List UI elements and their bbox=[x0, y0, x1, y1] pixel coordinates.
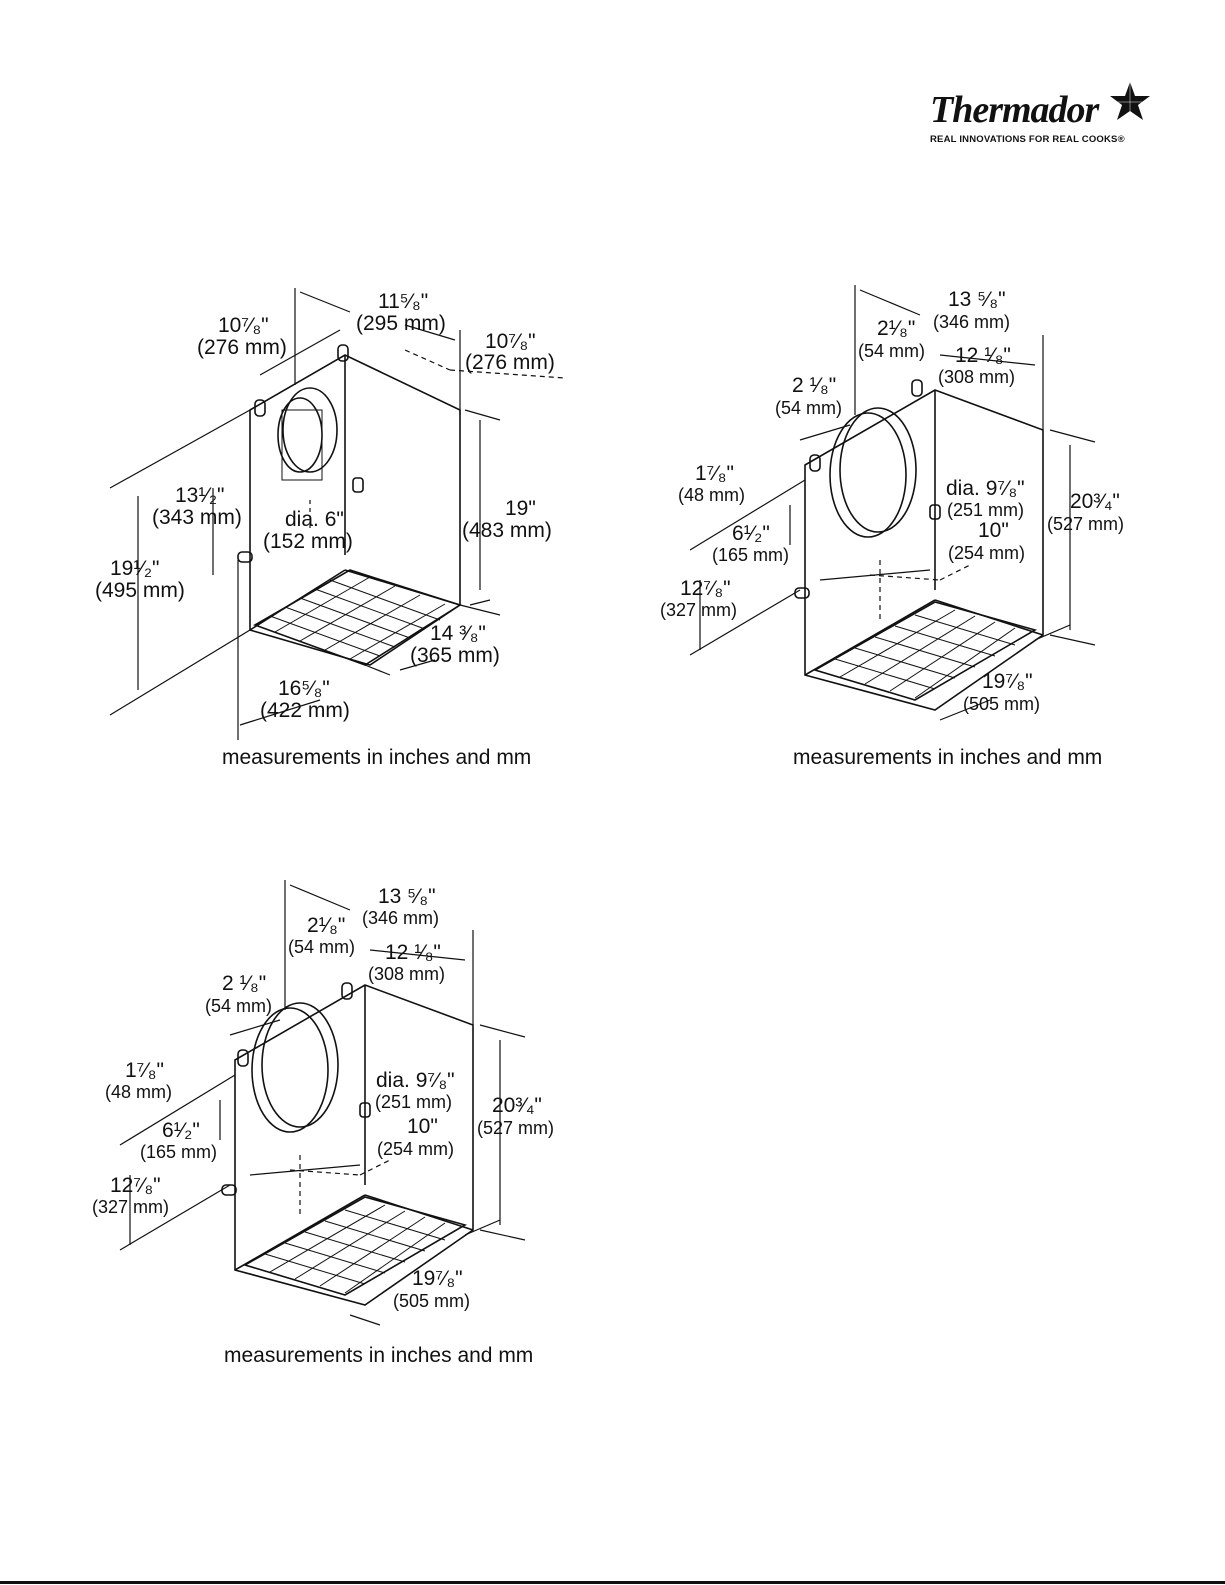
label3-width: 19⁷⁄₈" bbox=[412, 1267, 463, 1290]
label-total-height-mm: (495 mm) bbox=[95, 579, 185, 602]
label2-box-height-mm: (527 mm) bbox=[1047, 514, 1124, 534]
label3-diameter-mm: (251 mm) bbox=[375, 1092, 452, 1112]
label3-left-offset: 2 ¹⁄₈" bbox=[222, 972, 266, 995]
caption-drawing-3: measurements in inches and mm bbox=[224, 1344, 534, 1367]
label-left-offset-mm: (276 mm) bbox=[197, 336, 287, 359]
label3-inner-offset-mm: (54 mm) bbox=[288, 937, 355, 957]
label3-width-mm: (505 mm) bbox=[393, 1291, 470, 1311]
label-box-height: 19" bbox=[505, 497, 536, 520]
label2-center: 10" bbox=[978, 519, 1009, 542]
label2-small-height-mm: (48 mm) bbox=[678, 485, 745, 505]
brand-tagline: REAL INNOVATIONS FOR REAL COOKS® bbox=[930, 134, 1125, 145]
label3-left-offset-mm: (54 mm) bbox=[205, 996, 272, 1016]
dimension-drawing-2: 13 ⁵⁄₈" (346 mm) 2¹⁄₈" (54 mm) 12 ¹⁄₈" (… bbox=[650, 280, 1150, 750]
label3-box-height: 20³⁄₄" bbox=[492, 1094, 542, 1117]
label-right-offset: 10⁷⁄₈" bbox=[485, 330, 536, 353]
label2-width-mm: (505 mm) bbox=[963, 694, 1040, 714]
label2-side-offset-mm: (308 mm) bbox=[938, 367, 1015, 387]
hood-liner-diagram: 11⁵⁄₈" (295 mm) 10⁷⁄₈" (276 mm) 10⁷⁄₈" (… bbox=[95, 288, 566, 740]
label3-lower-height: 12⁷⁄₈" bbox=[110, 1174, 161, 1197]
label3-top-width-mm: (346 mm) bbox=[362, 908, 439, 928]
label-diameter-mm: (152 mm) bbox=[263, 530, 353, 553]
label-left-offset: 10⁷⁄₈" bbox=[218, 314, 269, 337]
label3-center: 10" bbox=[407, 1115, 438, 1138]
label3-side-offset-mm: (308 mm) bbox=[368, 964, 445, 984]
brand-logo: Thermador REAL INNOVATIONS FOR REAL COOK… bbox=[930, 80, 1152, 150]
label-width-mm: (422 mm) bbox=[260, 699, 350, 722]
label2-top-width: 13 ⁵⁄₈" bbox=[948, 288, 1006, 311]
label2-box-height: 20³⁄₄" bbox=[1070, 490, 1120, 513]
label-top-width-mm: (295 mm) bbox=[356, 312, 446, 335]
drawing1-labels: 11⁵⁄₈" (295 mm) 10⁷⁄₈" (276 mm) 10⁷⁄₈" (… bbox=[95, 290, 555, 722]
star-icon bbox=[1108, 80, 1152, 124]
label2-small-height: 1⁷⁄₈" bbox=[695, 462, 734, 485]
drawing2-labels: 13 ⁵⁄₈" (346 mm) 2¹⁄₈" (54 mm) 12 ¹⁄₈" (… bbox=[660, 288, 1124, 714]
label2-hole-height-mm: (165 mm) bbox=[712, 545, 789, 565]
label3-side-offset: 12 ¹⁄₈" bbox=[385, 941, 441, 964]
label2-width: 19⁷⁄₈" bbox=[982, 670, 1033, 693]
label-hole-height-mm: (343 mm) bbox=[152, 506, 242, 529]
drawing3-labels: 13 ⁵⁄₈" (346 mm) 2¹⁄₈" (54 mm) 12 ¹⁄₈" (… bbox=[92, 885, 554, 1311]
label2-left-offset-mm: (54 mm) bbox=[775, 398, 842, 418]
caption-drawing-2: measurements in inches and mm bbox=[793, 746, 1103, 769]
label-hole-height: 13¹⁄₂" bbox=[175, 484, 224, 507]
label2-top-width-mm: (346 mm) bbox=[933, 312, 1010, 332]
label2-center-mm: (254 mm) bbox=[948, 543, 1025, 563]
label-box-height-mm: (483 mm) bbox=[462, 519, 552, 542]
label2-hole-height: 6¹⁄₂" bbox=[732, 522, 770, 545]
label3-hole-height: 6¹⁄₂" bbox=[162, 1119, 200, 1142]
dimension-drawing-1: 11⁵⁄₈" (295 mm) 10⁷⁄₈" (276 mm) 10⁷⁄₈" (… bbox=[60, 270, 600, 750]
label-depth-mm: (365 mm) bbox=[410, 644, 500, 667]
label3-small-height: 1⁷⁄₈" bbox=[125, 1059, 164, 1082]
label-top-width: 11⁵⁄₈" bbox=[378, 290, 428, 313]
label3-box-height-mm: (527 mm) bbox=[477, 1118, 554, 1138]
label3-inner-offset: 2¹⁄₈" bbox=[307, 914, 345, 937]
label3-top-width: 13 ⁵⁄₈" bbox=[378, 885, 436, 908]
label3-hole-height-mm: (165 mm) bbox=[140, 1142, 217, 1162]
label-diameter: dia. 6" bbox=[285, 508, 344, 531]
label2-inner-offset-mm: (54 mm) bbox=[858, 341, 925, 361]
hood-liner-diagram-2: 13 ⁵⁄₈" (346 mm) 2¹⁄₈" (54 mm) 12 ¹⁄₈" (… bbox=[660, 285, 1124, 721]
dimension-drawing-3: 13 ⁵⁄₈" (346 mm) 2¹⁄₈" (54 mm) 12 ¹⁄₈" (… bbox=[80, 875, 580, 1345]
label2-lower-height: 12⁷⁄₈" bbox=[680, 577, 731, 600]
caption-drawing-1: measurements in inches and mm bbox=[222, 746, 532, 769]
hood-liner-diagram-3: 13 ⁵⁄₈" (346 mm) 2¹⁄₈" (54 mm) 12 ¹⁄₈" (… bbox=[92, 880, 554, 1326]
label3-small-height-mm: (48 mm) bbox=[105, 1082, 172, 1102]
brand-name: Thermador bbox=[930, 89, 1099, 131]
label3-center-mm: (254 mm) bbox=[377, 1139, 454, 1159]
label-depth: 14 ³⁄₈" bbox=[430, 622, 486, 645]
label3-lower-height-mm: (327 mm) bbox=[92, 1197, 169, 1217]
label2-left-offset: 2 ¹⁄₈" bbox=[792, 374, 836, 397]
label2-diameter: dia. 9⁷⁄₈" bbox=[946, 477, 1025, 500]
label2-side-offset: 12 ¹⁄₈" bbox=[955, 344, 1011, 367]
label2-diameter-mm: (251 mm) bbox=[947, 500, 1024, 520]
bottom-rule bbox=[0, 1581, 1225, 1584]
label-total-height: 19¹⁄₂" bbox=[110, 557, 159, 580]
label2-lower-height-mm: (327 mm) bbox=[660, 600, 737, 620]
label3-diameter: dia. 9⁷⁄₈" bbox=[376, 1069, 455, 1092]
label2-inner-offset: 2¹⁄₈" bbox=[877, 317, 915, 340]
label-right-offset-mm: (276 mm) bbox=[465, 351, 555, 374]
label-width: 16⁵⁄₈" bbox=[278, 677, 330, 700]
